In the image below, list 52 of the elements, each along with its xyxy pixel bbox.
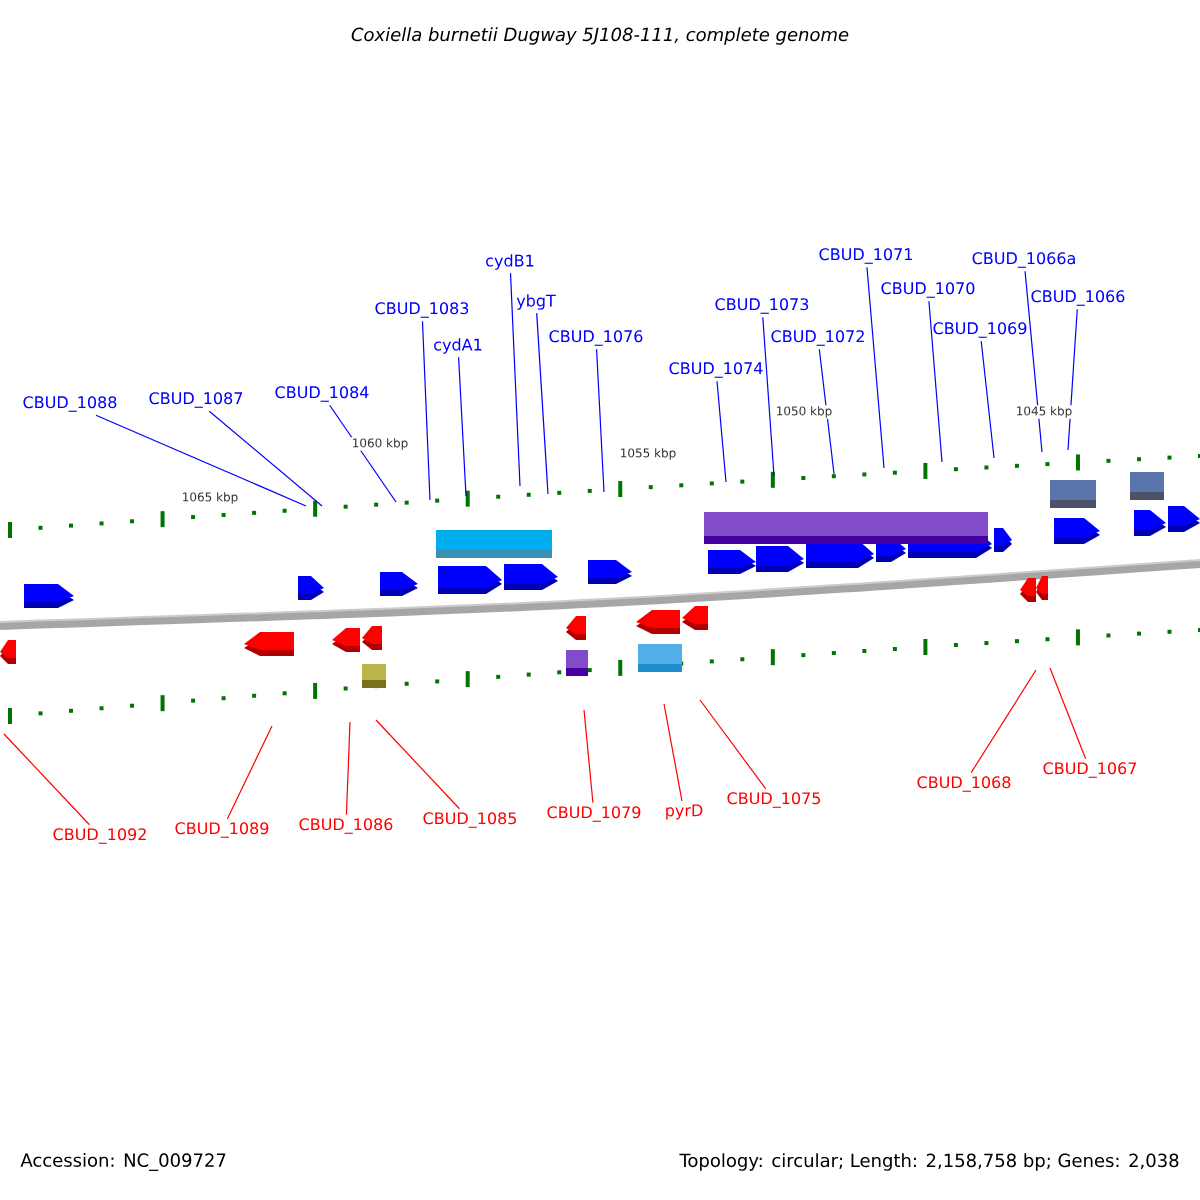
leader-line: [95, 414, 307, 507]
leader-line: [536, 312, 549, 495]
leader-line: [716, 380, 727, 483]
gene-label: CBUD_1079: [547, 806, 641, 822]
gene-label: CBUD_1085: [423, 812, 517, 828]
gene-label: cydA1: [434, 338, 482, 354]
gene-label: CBUD_1089: [175, 822, 269, 838]
gene-label: CBUD_1083: [375, 302, 469, 318]
leader-line: [866, 266, 885, 469]
gene-label: pyrD: [666, 804, 703, 820]
gene-label: cydB1: [486, 254, 534, 270]
leader-line: [970, 669, 1037, 774]
gene-label: CBUD_1087: [149, 392, 243, 408]
gene-label: CBUD_1071: [819, 248, 912, 264]
gene-label: CBUD_1070: [881, 282, 975, 298]
map-title: Coxiella burnetii Dugway 5J108-111, complete genome: [351, 27, 849, 45]
leader-line: [762, 316, 775, 477]
gene-label: CBUD_1074: [669, 362, 763, 378]
footer-text: Topology: circular; Length: 2,158,758 bp; Genes: 2,038: [679, 1153, 1179, 1171]
leader-line: [345, 721, 351, 816]
leader-line: [928, 300, 943, 463]
gene-label: CBUD_1068: [917, 776, 1011, 792]
gene-label: CBUD_1066: [1031, 290, 1125, 306]
leader-line: [509, 272, 521, 487]
leader-line: [375, 719, 461, 810]
gene-label: CBUD_1067: [1043, 762, 1137, 778]
leader-line: [1049, 667, 1087, 760]
gene-label: CBUD_1086: [299, 818, 393, 834]
leader-line: [699, 699, 767, 790]
gene-label: CBUD_1084: [275, 386, 369, 402]
leader-line: [663, 703, 683, 802]
leader-line: [421, 320, 431, 501]
leader-line: [226, 725, 273, 820]
gene-label: CBUD_1072: [771, 330, 864, 346]
gene-label: CBUD_1076: [549, 330, 643, 346]
leader-line: [980, 340, 995, 459]
gene-label: CBUD_1073: [715, 298, 809, 314]
leader-line: [1024, 270, 1043, 453]
leader-line: [583, 709, 594, 804]
gene-label: CBUD_1075: [727, 792, 821, 808]
gene-label: ybgT: [516, 294, 556, 310]
gene-label: CBUD_1092: [53, 828, 146, 844]
leader-line: [818, 348, 835, 475]
leader-line: [1067, 308, 1078, 451]
gene-label: CBUD_1088: [23, 396, 117, 412]
gene-label: CBUD_1069: [933, 322, 1027, 338]
leader-line: [3, 733, 91, 826]
leader-line: [458, 356, 467, 497]
footer-text: Accession: NC_009727: [20, 1153, 226, 1171]
leader-line: [596, 348, 605, 493]
leader-line: [208, 410, 323, 507]
gene-label: CBUD_1066a: [972, 252, 1075, 268]
